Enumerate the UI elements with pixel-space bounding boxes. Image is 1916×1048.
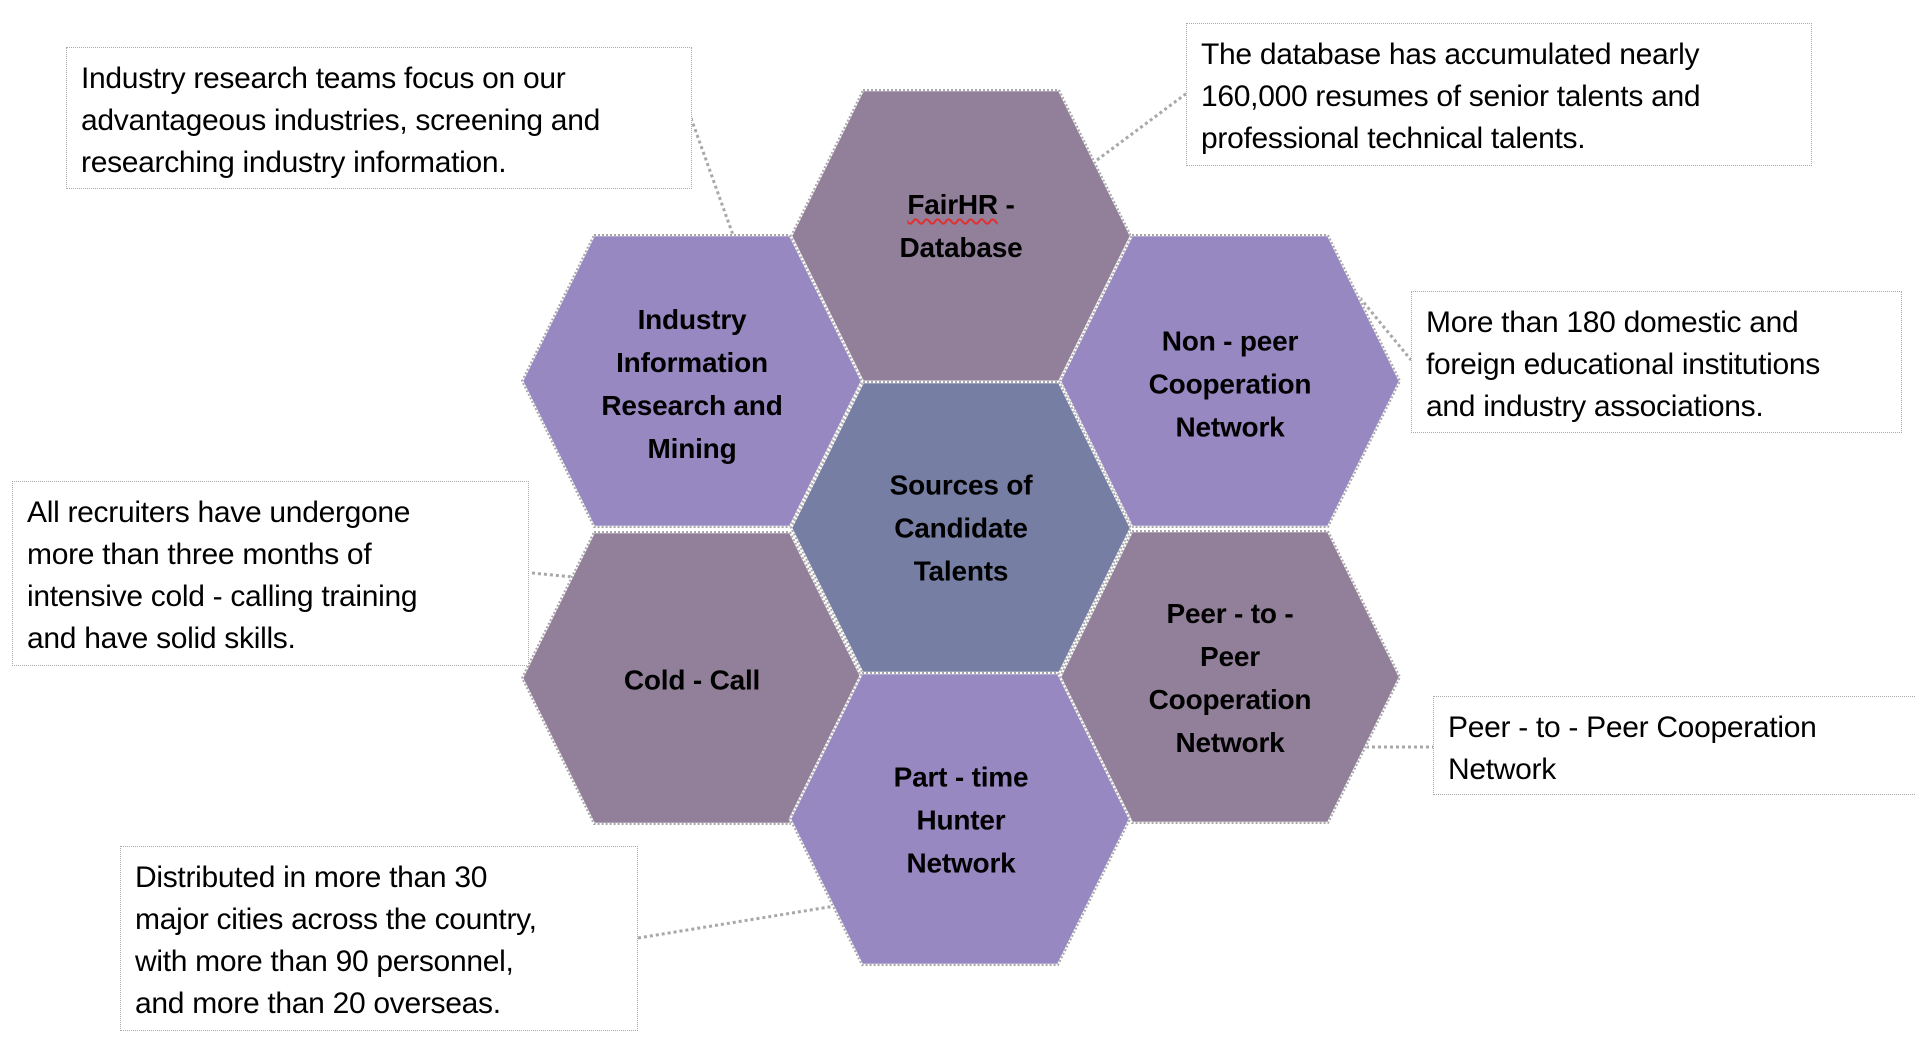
callout-non-peer-cooperation: More than 180 domestic and foreign educa… <box>1411 291 1902 433</box>
hex-label-peer-to-peer-cooperation: Peer - to - Peer Cooperation Network <box>1100 592 1360 764</box>
hexagon-border-part-time-hunter <box>788 672 1132 966</box>
connector-lines <box>531 91 1433 940</box>
connector-fairhr-callout <box>1096 91 1188 162</box>
hexagon-border-non-peer-cooperation <box>1058 234 1402 528</box>
hex-label-line: Network <box>906 847 1016 879</box>
callout-line: Industry research teams focus on our <box>81 62 566 95</box>
callout-line: The database has accumulated nearly <box>1201 38 1700 71</box>
callout-line: More than 180 domestic and <box>1426 306 1799 339</box>
callout-line: professional technical talents. <box>1201 122 1586 155</box>
hex-label-suffix: - <box>997 189 1015 220</box>
connector-industry-callout <box>689 117 735 236</box>
hexagon-border-cold-call <box>520 531 864 825</box>
callout-line: with more than 90 personnel, <box>135 945 514 978</box>
hex-label-fairhr-database: FairHR - Database <box>831 183 1091 269</box>
hex-label-line: Research and <box>601 390 783 421</box>
callout-line: foreign educational institutions <box>1426 348 1820 381</box>
callout-peer-to-peer: Peer - to - Peer Cooperation Network <box>1433 696 1916 795</box>
hex-label-line: Cold - Call <box>623 664 761 696</box>
callout-line: and industry associations. <box>1426 390 1764 423</box>
callout-line: researching industry information. <box>81 146 507 179</box>
hex-label-line: Network <box>1175 411 1285 443</box>
hex-label-line: FairHR - <box>831 183 1091 226</box>
hex-label-cold-call: Cold - Call <box>562 659 822 702</box>
hex-label-part-time-hunter: Part - time Hunter Network <box>831 756 1091 885</box>
callout-line: and more than 20 overseas. <box>135 987 501 1020</box>
hex-label-industry-information: Industry Information Research and Mining <box>562 298 822 470</box>
hex-label-line: Cooperation <box>1148 368 1312 400</box>
hex-label-line: Sources of <box>889 469 1033 501</box>
hex-label-line: Non - peer <box>1161 325 1299 357</box>
callout-industry-research: Industry research teams focus on our adv… <box>66 47 692 189</box>
callout-line: and have solid skills. <box>27 622 296 655</box>
hex-label-line: Peer <box>1200 641 1260 672</box>
hex-label-line: Information <box>616 347 768 378</box>
hexagon-group <box>520 88 1402 967</box>
callout-line: major cities across the country, <box>135 903 537 936</box>
hex-label-line: Part - time <box>893 761 1029 793</box>
connector-part-time-callout <box>637 904 836 940</box>
callout-line: intensive cold - calling training <box>27 580 418 613</box>
hex-label-line: Talents <box>913 555 1009 587</box>
connector-cold-call-callout <box>531 571 574 579</box>
callout-line: advantageous industries, screening and <box>81 104 600 137</box>
callout-line: Network <box>1448 753 1556 786</box>
hex-label-line: Peer - to - <box>1166 598 1294 629</box>
spellcheck-flagged-word: FairHR <box>907 189 998 220</box>
hex-label-line: Candidate <box>894 512 1028 544</box>
callout-line: Distributed in more than 30 <box>135 861 488 894</box>
hexagon-border-industry-information <box>520 234 864 528</box>
callout-line: 160,000 resumes of senior talents and <box>1201 80 1701 113</box>
hex-label-line: Industry <box>637 304 747 335</box>
hex-label-line: Hunter <box>916 804 1006 836</box>
hex-label-line: Cooperation <box>1148 684 1312 715</box>
callout-fairhr-database: The database has accumulated nearly 160,… <box>1186 23 1812 166</box>
callout-line: All recruiters have undergone <box>27 496 411 529</box>
hex-label-non-peer-cooperation: Non - peer Cooperation Network <box>1100 320 1360 449</box>
callout-line: more than three months of <box>27 538 372 571</box>
callout-line: Peer - to - Peer Cooperation <box>1448 711 1817 744</box>
hex-label-line: Network <box>1175 727 1285 758</box>
hex-label-line: Database <box>899 232 1023 263</box>
hex-label-sources-center: Sources of Candidate Talents <box>831 464 1091 593</box>
callout-part-time-hunter: Distributed in more than 30 major cities… <box>120 846 638 1031</box>
callout-cold-call: All recruiters have undergone more than … <box>12 481 529 666</box>
connector-non-peer-callout <box>1358 297 1413 361</box>
hex-label-line: Mining <box>647 433 737 464</box>
